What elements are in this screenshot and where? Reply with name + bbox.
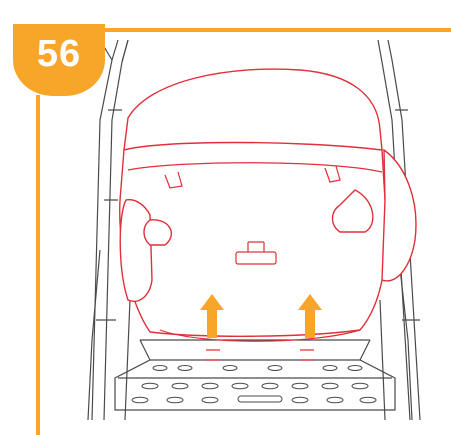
base-vent-holes [132,366,376,403]
seat-base [115,340,395,410]
step-number-badge: 56 [13,24,105,96]
seat-fabric [120,69,416,336]
step-number: 56 [37,33,81,76]
